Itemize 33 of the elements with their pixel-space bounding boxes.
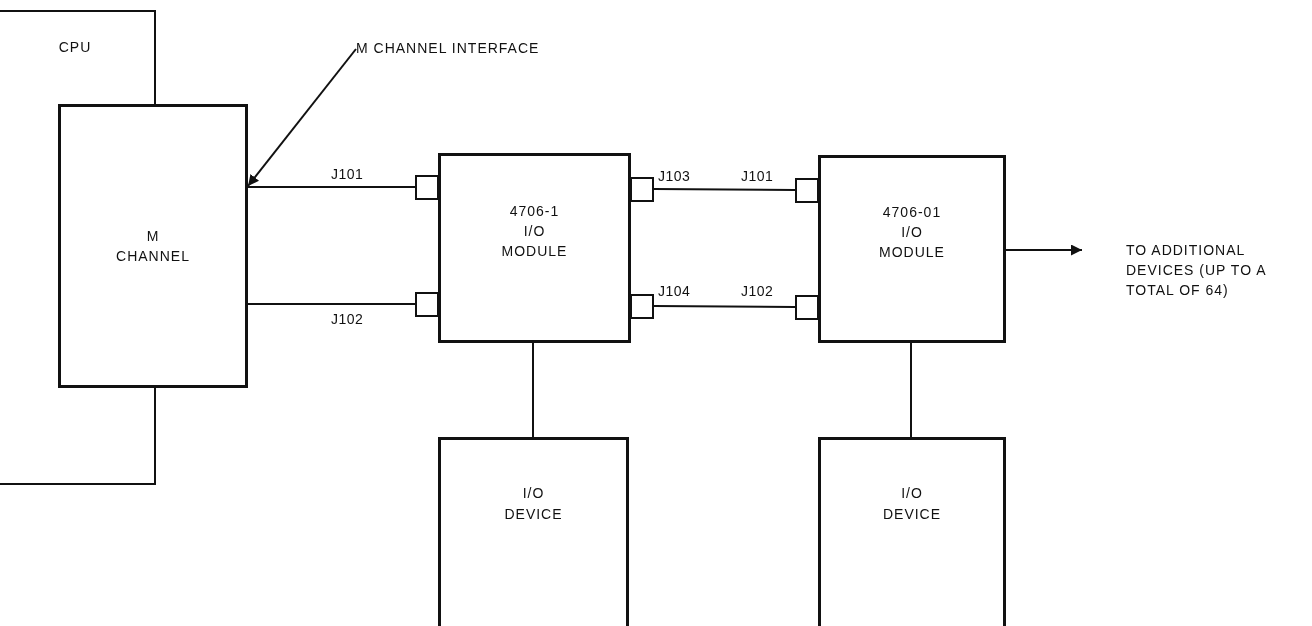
device-box	[438, 437, 629, 626]
box-label: CPU	[58, 38, 92, 57]
box-label: 4706-1 I/O MODULE	[501, 201, 568, 262]
connector-jack	[630, 177, 654, 202]
connector-line	[653, 305, 796, 308]
device-box	[818, 437, 1006, 626]
callout-text: M CHANNEL INTERFACE	[356, 38, 540, 58]
module-box	[818, 155, 1006, 343]
connector-jack	[415, 175, 439, 200]
pin-label: J104	[657, 284, 692, 298]
connector-jack	[795, 295, 819, 320]
connector-line	[247, 303, 416, 305]
pin-label: J101	[740, 169, 775, 183]
connector-jack	[415, 292, 439, 317]
connector-line	[910, 342, 912, 438]
module-box	[58, 104, 248, 388]
module-box	[438, 153, 631, 343]
leader-line	[247, 48, 357, 187]
connector-jack	[630, 294, 654, 319]
box-label: 4706-01 I/O MODULE	[879, 202, 945, 263]
connector-line	[247, 186, 416, 188]
connector-jack	[795, 178, 819, 203]
pin-label: J102	[740, 284, 775, 298]
connector-line	[532, 342, 534, 438]
box-label: I/O DEVICE	[504, 484, 563, 524]
pin-label: J101	[330, 167, 365, 181]
box-label: M CHANNEL	[116, 226, 190, 266]
pin-label: J103	[657, 169, 692, 183]
connector-line	[1005, 244, 1083, 256]
connector-line	[653, 188, 796, 191]
callout-text: TO ADDITIONAL DEVICES (UP TO A TOTAL OF 64)	[1126, 240, 1267, 301]
pin-label: J102	[330, 312, 365, 326]
box-label: I/O DEVICE	[882, 484, 942, 524]
